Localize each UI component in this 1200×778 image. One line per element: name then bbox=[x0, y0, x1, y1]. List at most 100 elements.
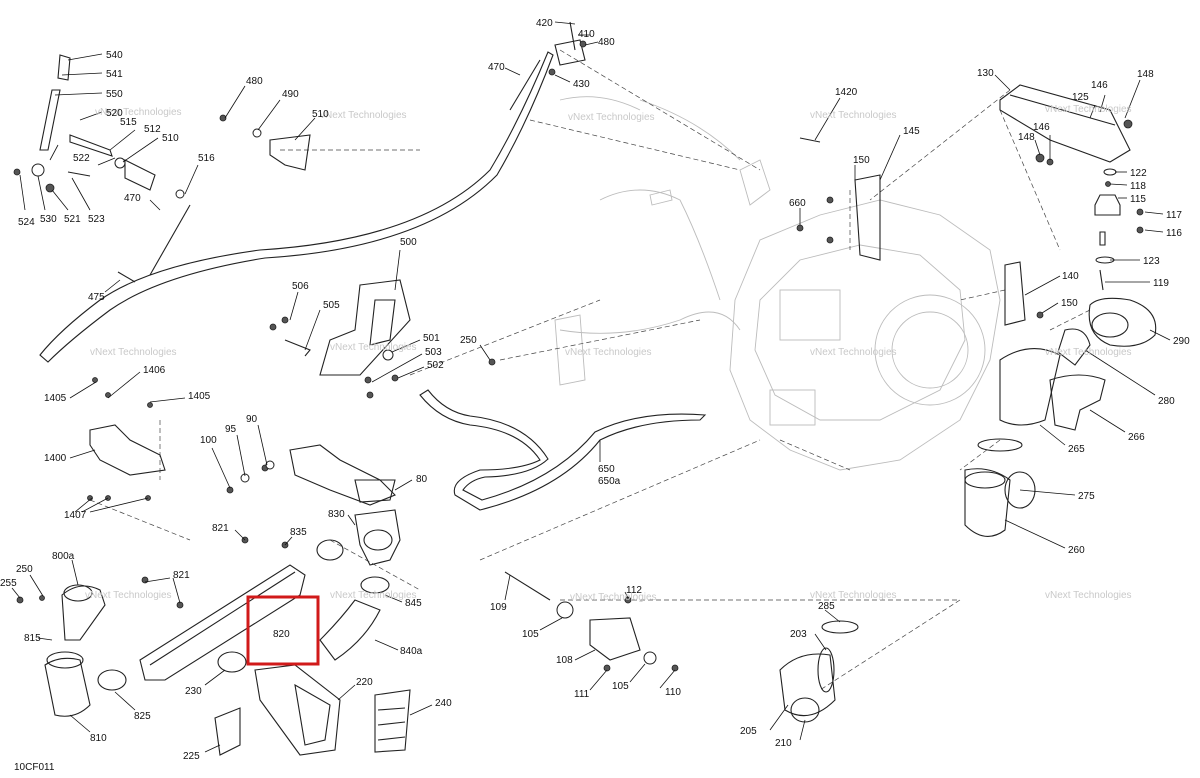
callout-label: 480 bbox=[598, 37, 615, 48]
callout-label: 523 bbox=[88, 214, 105, 225]
duct-205 bbox=[779, 620, 859, 723]
callout-label: 140 bbox=[1062, 271, 1079, 282]
callout-label: 470 bbox=[488, 62, 505, 73]
callout-label: 260 bbox=[1068, 545, 1085, 556]
callout-label: 146 bbox=[1033, 122, 1050, 133]
callout-label: 835 bbox=[290, 527, 307, 538]
callout-label: 105 bbox=[612, 681, 629, 692]
callout-label: 505 bbox=[323, 300, 340, 311]
callout-label: 470 bbox=[124, 193, 141, 204]
watermark: vNext Technologies bbox=[565, 347, 652, 358]
callout-label: 145 bbox=[903, 126, 920, 137]
housing-830 bbox=[354, 509, 401, 566]
engine-mount-130 bbox=[999, 84, 1144, 291]
callout-label: 125 bbox=[1072, 92, 1089, 103]
callout-label: 820 bbox=[273, 629, 290, 640]
shifter-assembly bbox=[13, 54, 185, 283]
boot-260 bbox=[964, 468, 1011, 537]
callout-label: 116 bbox=[1166, 228, 1182, 239]
boot-810 bbox=[44, 651, 91, 717]
callout-label: 840a bbox=[400, 646, 423, 657]
callout-label: 122 bbox=[1130, 168, 1147, 179]
callout-label: 110 bbox=[665, 687, 681, 698]
callout-label: 119 bbox=[1153, 278, 1169, 289]
callout-label: 660 bbox=[789, 198, 806, 209]
hose-840a bbox=[319, 599, 381, 661]
bracket-150 bbox=[796, 137, 881, 261]
callout-label: 515 bbox=[120, 117, 137, 128]
clamp-230 bbox=[217, 651, 247, 673]
callout-label: 150 bbox=[1061, 298, 1078, 309]
callout-label: 800a bbox=[52, 551, 75, 562]
callout-label: 830 bbox=[328, 509, 345, 520]
callout-label: 512 bbox=[144, 124, 161, 135]
watermark: vNext Technologies bbox=[810, 110, 897, 121]
callout-label: 112 bbox=[626, 585, 642, 596]
callout-label: 225 bbox=[183, 751, 200, 762]
callout-labels: 540 541 550 520 515 512 510 522 516 524 … bbox=[0, 18, 1190, 762]
clamp-825 bbox=[97, 669, 127, 691]
callout-label: 506 bbox=[292, 281, 309, 292]
shield-266 bbox=[1049, 374, 1106, 431]
bracket-500 bbox=[269, 279, 496, 399]
callout-label: 250 bbox=[460, 335, 477, 346]
callout-label: 290 bbox=[1173, 336, 1190, 347]
callout-label: 1405 bbox=[44, 393, 67, 404]
bracket-225 bbox=[214, 707, 241, 756]
callout-label: 150 bbox=[853, 155, 870, 166]
callout-label: 1406 bbox=[143, 365, 166, 376]
callout-label: 118 bbox=[1130, 181, 1146, 192]
bracket-140 bbox=[1004, 261, 1044, 326]
callout-label: 420 bbox=[536, 18, 553, 29]
callout-label: 95 bbox=[225, 424, 237, 435]
callout-label: 510 bbox=[312, 109, 329, 120]
callout-label: 825 bbox=[134, 711, 151, 722]
watermark: vNext Technologies bbox=[1045, 104, 1132, 115]
engine-block bbox=[554, 96, 1001, 471]
callout-label: 503 bbox=[425, 347, 442, 358]
assembly-lines bbox=[89, 49, 1091, 691]
callout-label: 524 bbox=[18, 217, 35, 228]
callout-label: 815 bbox=[24, 633, 41, 644]
callout-label: 410 bbox=[578, 29, 595, 40]
watermark: vNext Technologies bbox=[330, 342, 417, 353]
callout-label: 1405 bbox=[188, 391, 211, 402]
callout-label: 650 bbox=[598, 464, 615, 475]
callout-label: 501 bbox=[423, 333, 440, 344]
watermark: vNext Technologies bbox=[90, 347, 177, 358]
callout-label: 265 bbox=[1068, 444, 1085, 455]
callout-label: 111 bbox=[574, 689, 590, 700]
callout-label: 510 bbox=[162, 133, 179, 144]
callout-label: 1407 bbox=[64, 510, 87, 521]
callout-label: 240 bbox=[435, 698, 452, 709]
bracket-510 bbox=[219, 114, 311, 171]
callout-label: 130 bbox=[977, 68, 994, 79]
callout-label: 500 bbox=[400, 237, 417, 248]
callout-label: 250 bbox=[16, 564, 33, 575]
watermark: vNext Technologies bbox=[95, 107, 182, 118]
watermark: vNext Technologies bbox=[810, 590, 897, 601]
watermark: vNext Technologies bbox=[85, 590, 172, 601]
callout-label: 280 bbox=[1158, 396, 1175, 407]
callout-label: 522 bbox=[73, 153, 90, 164]
callout-label: 521 bbox=[64, 214, 81, 225]
watermark: vNext Technologies bbox=[320, 110, 407, 121]
screen-240 bbox=[374, 689, 411, 753]
cables bbox=[39, 51, 707, 511]
callout-label: 475 bbox=[88, 292, 105, 303]
callout-label: 541 bbox=[106, 69, 123, 80]
actuator-108 bbox=[504, 571, 679, 672]
callout-label: 490 bbox=[282, 89, 299, 100]
watermark: vNext Technologies bbox=[1045, 590, 1132, 601]
callout-label: 502 bbox=[427, 360, 444, 371]
callout-label: 550 bbox=[106, 89, 123, 100]
watermark: vNext Technologies bbox=[330, 590, 417, 601]
callout-label: 520 bbox=[106, 108, 123, 119]
callout-label: 100 bbox=[200, 435, 217, 446]
callout-label: 821 bbox=[173, 570, 190, 581]
callout-label: 1400 bbox=[44, 453, 67, 464]
watermark: vNext Technologies bbox=[1045, 347, 1132, 358]
callout-label: 530 bbox=[40, 214, 57, 225]
